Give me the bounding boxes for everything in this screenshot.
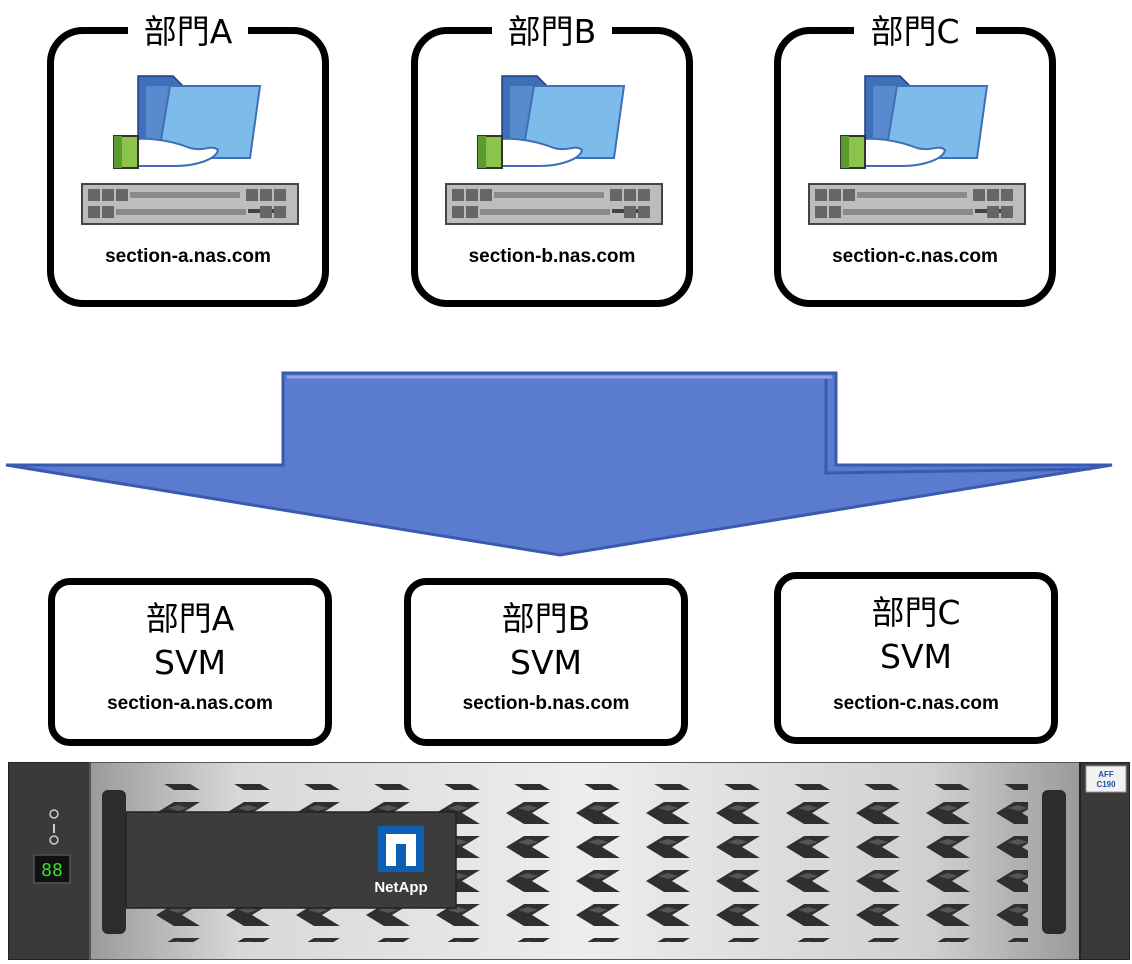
department-box-c: 部門C section-c.nas.com	[774, 12, 1056, 307]
consolidation-arrow	[5, 371, 1113, 557]
department-host: section-a.nas.com	[105, 246, 271, 267]
shared-folder-icon	[840, 75, 989, 169]
model-label-line2: C190	[1096, 780, 1116, 789]
netapp-logo-icon	[378, 826, 424, 872]
department-title: 部門C	[854, 12, 976, 52]
svm-department-name: 部門A	[145, 599, 235, 638]
status-led-icons	[49, 809, 59, 845]
svm-department-name: 部門C	[871, 593, 961, 632]
svm-host: section-b.nas.com	[462, 693, 630, 714]
department-title: 部門A	[127, 12, 249, 52]
svm-host: section-c.nas.com	[833, 693, 999, 714]
shared-folder-icon	[113, 75, 262, 169]
netapp-storage-appliance: 88 NetApp AFF C190	[8, 762, 1130, 960]
server-rack-icon	[445, 183, 663, 225]
svm-label: SVM	[880, 637, 952, 676]
shared-folder-server-icon	[445, 75, 663, 225]
department-box-b: 部門B section-b.nas.com	[411, 12, 693, 307]
svm-host: section-a.nas.com	[107, 693, 273, 714]
svm-label: SVM	[510, 643, 582, 682]
shared-folder-icon	[477, 75, 626, 169]
server-rack-icon	[808, 183, 1026, 225]
digit-display: 88	[41, 860, 63, 881]
svm-label: SVM	[154, 643, 226, 682]
svm-box-b: 部門B SVM section-b.nas.com	[404, 578, 688, 746]
server-rack-icon	[81, 183, 299, 225]
department-box-a: 部門A section-a.nas.com	[47, 12, 329, 307]
department-host: section-c.nas.com	[832, 246, 998, 267]
svm-box-a: 部門A SVM section-a.nas.com	[48, 578, 332, 746]
netapp-brand-label: NetApp	[374, 879, 427, 896]
shared-folder-server-icon	[808, 75, 1026, 225]
department-title: 部門B	[491, 12, 613, 52]
shared-folder-server-icon	[81, 75, 299, 225]
model-label-line1: AFF	[1098, 770, 1114, 779]
svm-box-c: 部門C SVM section-c.nas.com	[774, 572, 1058, 744]
department-host: section-b.nas.com	[468, 246, 636, 267]
svm-department-name: 部門B	[501, 599, 591, 638]
